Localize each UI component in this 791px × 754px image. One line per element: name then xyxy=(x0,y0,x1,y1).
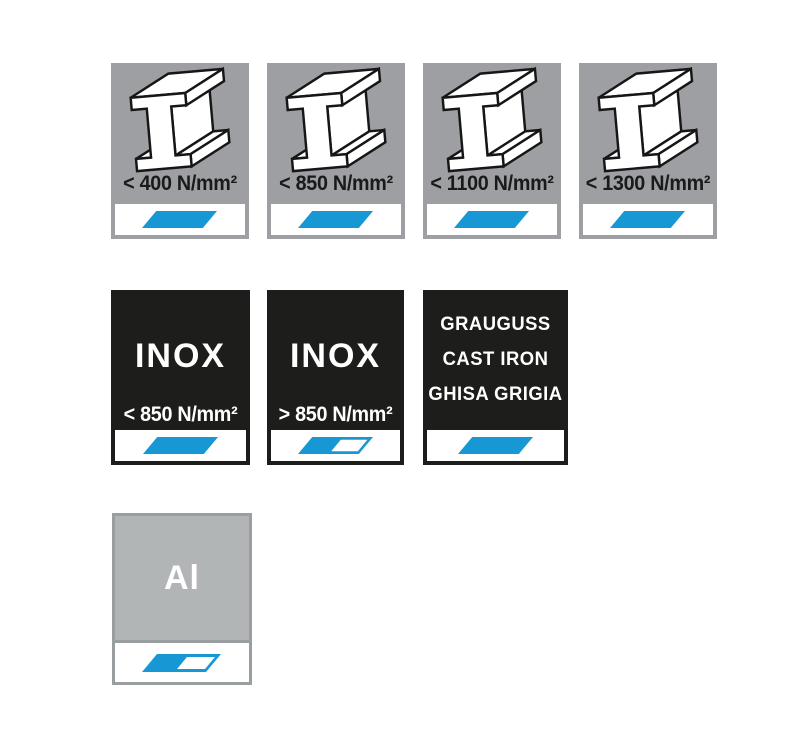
blue-parallelogram-icon xyxy=(454,210,530,229)
blue-parallelogram-icon xyxy=(610,210,686,229)
marker-strip xyxy=(271,204,401,235)
inox-tile-gt850: INOX > 850 N/mm² xyxy=(267,290,404,465)
inox-tile-lt850: INOX < 850 N/mm² xyxy=(111,290,250,465)
material-name-it: GHISA GRIGIA xyxy=(428,384,563,405)
material-name-en: CAST IRON xyxy=(442,349,549,370)
steel-tile-400: < 400 N/mm² xyxy=(111,63,249,239)
aluminium-tile: Al xyxy=(112,513,252,685)
material-title: INOX xyxy=(289,337,382,375)
i-beam-icon xyxy=(285,66,387,173)
split-blue-white-parallelogram-icon xyxy=(142,653,221,672)
marker-strip xyxy=(115,430,246,461)
cast-iron-tile: GRAUGUSS CAST IRON GHISA GRIGIA xyxy=(423,290,568,465)
tensile-strength-label: < 1100 N/mm² xyxy=(430,172,554,195)
tensile-strength-label: > 850 N/mm² xyxy=(278,403,393,426)
i-beam-icon xyxy=(129,66,231,173)
blue-parallelogram-icon xyxy=(142,210,218,229)
material-title: INOX xyxy=(134,337,227,375)
tensile-strength-label: < 850 N/mm² xyxy=(123,403,238,426)
split-blue-white-parallelogram-icon xyxy=(297,436,373,455)
marker-strip xyxy=(115,643,249,682)
blue-parallelogram-icon xyxy=(142,436,218,455)
steel-tile-1100: < 1100 N/mm² xyxy=(423,63,561,239)
marker-strip xyxy=(115,204,245,235)
steel-tile-850: < 850 N/mm² xyxy=(267,63,405,239)
material-name-de: GRAUGUSS xyxy=(440,314,551,335)
material-symbol: Al xyxy=(164,558,200,597)
aluminium-panel: Al xyxy=(115,516,249,643)
blue-parallelogram-icon xyxy=(457,436,533,455)
tensile-strength-label: < 1300 N/mm² xyxy=(585,172,711,195)
marker-strip xyxy=(583,204,713,235)
tensile-strength-label: < 850 N/mm² xyxy=(279,172,393,195)
i-beam-icon xyxy=(597,66,699,173)
marker-strip xyxy=(427,204,557,235)
i-beam-icon xyxy=(441,66,543,173)
marker-strip xyxy=(271,430,400,461)
tensile-strength-label: < 400 N/mm² xyxy=(123,172,237,195)
steel-tile-1300: < 1300 N/mm² xyxy=(579,63,717,239)
blue-parallelogram-icon xyxy=(298,210,374,229)
marker-strip xyxy=(427,430,564,461)
